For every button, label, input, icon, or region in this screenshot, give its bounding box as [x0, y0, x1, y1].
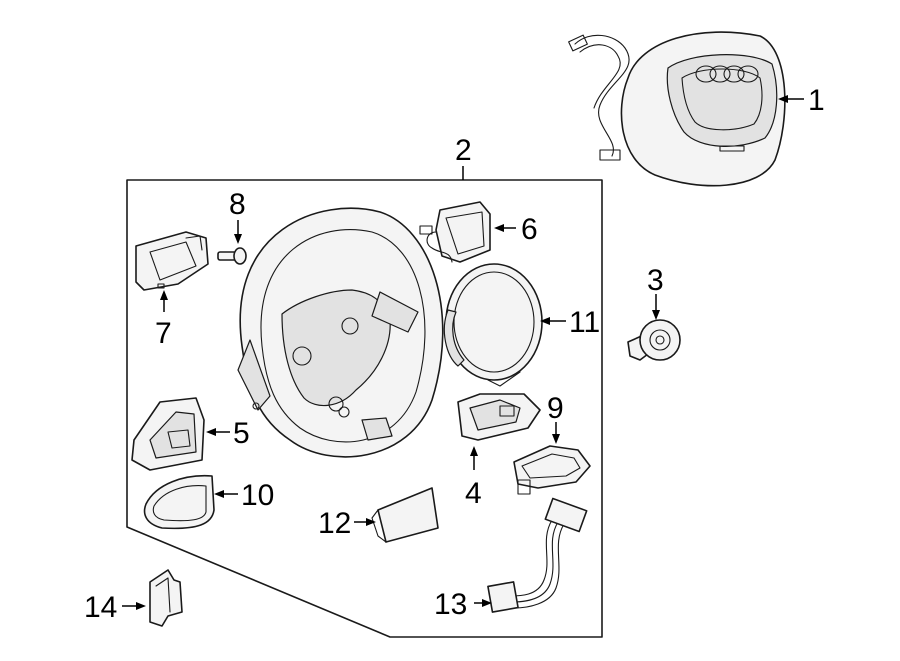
- arrow-8: [234, 234, 242, 244]
- callout-8: 8: [229, 188, 246, 221]
- arrow-1: [778, 95, 788, 103]
- arrow-11: [540, 317, 550, 325]
- arrow-6: [494, 224, 504, 232]
- airbag-module: [568, 31, 786, 187]
- switch-housing-7: [135, 231, 209, 291]
- control-module-6: [419, 201, 491, 263]
- callout-6: 6: [521, 213, 538, 246]
- callout-1: 1: [808, 84, 825, 117]
- trim-part-12: [371, 487, 439, 543]
- wiring-harness-13: [487, 497, 588, 613]
- arrow-9: [552, 434, 560, 444]
- clock-spring-11: [443, 263, 543, 387]
- steering-wheel: [237, 207, 444, 458]
- callout-14: 14: [84, 591, 117, 624]
- arrow-5: [206, 428, 216, 436]
- arrow-13: [482, 599, 492, 607]
- arrow-12: [366, 518, 376, 526]
- callout-10: 10: [241, 479, 274, 512]
- callout-4: 4: [465, 477, 482, 510]
- bracket-part-14: [149, 569, 183, 627]
- callout-11: 11: [569, 306, 600, 339]
- callout-12: 12: [318, 507, 351, 540]
- callout-7: 7: [155, 317, 172, 350]
- switch-cover-10: [143, 474, 215, 530]
- arrow-14: [136, 602, 146, 610]
- bolt-part: [627, 319, 681, 361]
- arrow-3: [652, 310, 660, 320]
- arrow-4: [470, 446, 478, 456]
- callout-5: 5: [233, 417, 250, 450]
- callout-9: 9: [547, 392, 564, 425]
- callout-2: 2: [455, 134, 472, 167]
- callout-3: 3: [647, 264, 664, 297]
- right-switch-cover-9: [513, 445, 591, 495]
- left-switch-5: [131, 397, 205, 471]
- callout-13: 13: [434, 588, 467, 621]
- screw-part: [217, 247, 247, 265]
- arrow-7: [160, 290, 168, 300]
- arrow-10: [214, 490, 224, 498]
- right-switch-4: [457, 393, 541, 441]
- assembly-boundary: [126, 179, 603, 638]
